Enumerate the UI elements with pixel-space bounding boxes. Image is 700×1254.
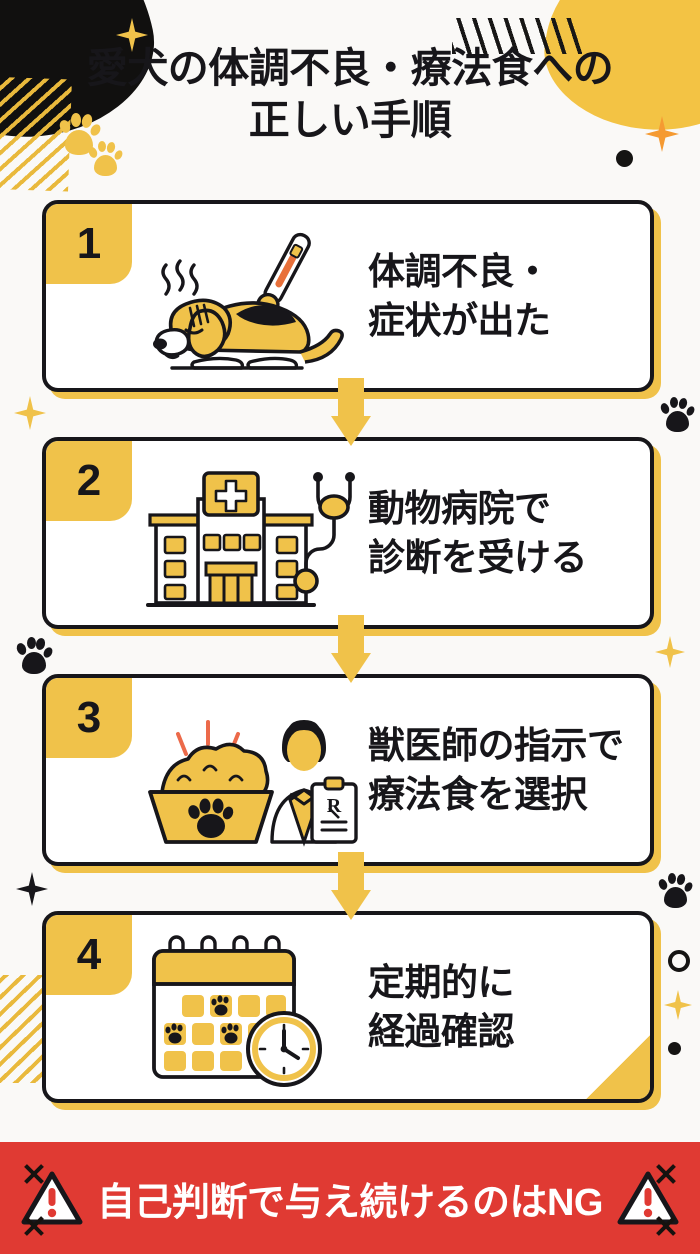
step-label-1-line-1: 体調不良・ (368, 250, 551, 292)
x-mark-icon (654, 1162, 678, 1186)
x-mark-icon (22, 1214, 46, 1238)
gold-corner-wedge (586, 1035, 650, 1099)
sick-dog-thermometer-icon (132, 222, 364, 382)
step-label-3: 獣医師の指示で 療法食を選択 (368, 678, 650, 862)
step-number-badge: 2 (46, 441, 132, 521)
step-label-1: 体調不良・ 症状が出た (368, 204, 650, 388)
step-card-2[interactable]: 2 (42, 437, 654, 629)
flow-arrow-2-to-3 (331, 615, 371, 683)
step-card-4[interactable]: 4 (42, 911, 654, 1103)
page-title-line-2: 正しい手順 (248, 97, 452, 144)
x-mark-icon (22, 1162, 46, 1186)
flow-arrow-1-to-2 (331, 378, 371, 446)
solid-dot-decoration (616, 150, 633, 167)
step-label-1-line-2: 症状が出た (368, 300, 551, 341)
flow-arrow-3-to-4 (331, 852, 371, 920)
step-card-3[interactable]: 3 (42, 674, 654, 866)
step-label-4-line-2: 経過確認 (368, 1011, 515, 1052)
food-bowl-veterinarian-icon: R (132, 696, 364, 856)
step-card-1[interactable]: 1 (42, 200, 654, 392)
step-number-badge: 4 (46, 915, 132, 995)
warning-banner: 自己判断で与え続けるのはNG (0, 1142, 700, 1254)
sparkle-star-icon (14, 396, 46, 430)
sparkle-star-icon (664, 990, 692, 1020)
paw-print-icon (87, 140, 125, 178)
step-label-3-line-1: 獣医師の指示で (368, 724, 624, 766)
page-title-line-1: 愛犬の体調不良・療法食への (86, 45, 614, 91)
step-label-4: 定期的に 経過確認 (368, 915, 650, 1099)
step-number-badge: 1 (46, 204, 132, 284)
outline-ring-decoration (668, 950, 690, 972)
paw-print-icon (659, 396, 697, 434)
step-label-4-line-1: 定期的に (368, 961, 515, 1003)
sparkle-star-icon (16, 872, 48, 906)
warning-banner-text: 自己判断で与え続けるのはNG (96, 1181, 604, 1224)
paw-print-icon (15, 636, 55, 676)
animal-hospital-stethoscope-icon (132, 459, 364, 619)
sparkle-star-icon (655, 636, 685, 668)
solid-dot-decoration (668, 1042, 681, 1055)
paw-print-icon (657, 872, 695, 910)
warning-triangle-icon (617, 1171, 679, 1225)
page-title: 愛犬の体調不良・療法食への 正しい手順 (0, 42, 700, 147)
step-label-2-line-1: 動物病院で (368, 487, 551, 529)
step-label-2: 動物病院で 診断を受ける (368, 441, 650, 625)
step-label-2-line-2: 診断を受ける (368, 537, 588, 578)
calendar-clock-icon (132, 933, 364, 1093)
svg-text:R: R (327, 795, 342, 817)
x-mark-icon (654, 1214, 678, 1238)
step-label-3-line-2: 療法食を選択 (368, 774, 588, 815)
warning-triangle-icon (21, 1171, 83, 1225)
step-number-badge: 3 (46, 678, 132, 758)
